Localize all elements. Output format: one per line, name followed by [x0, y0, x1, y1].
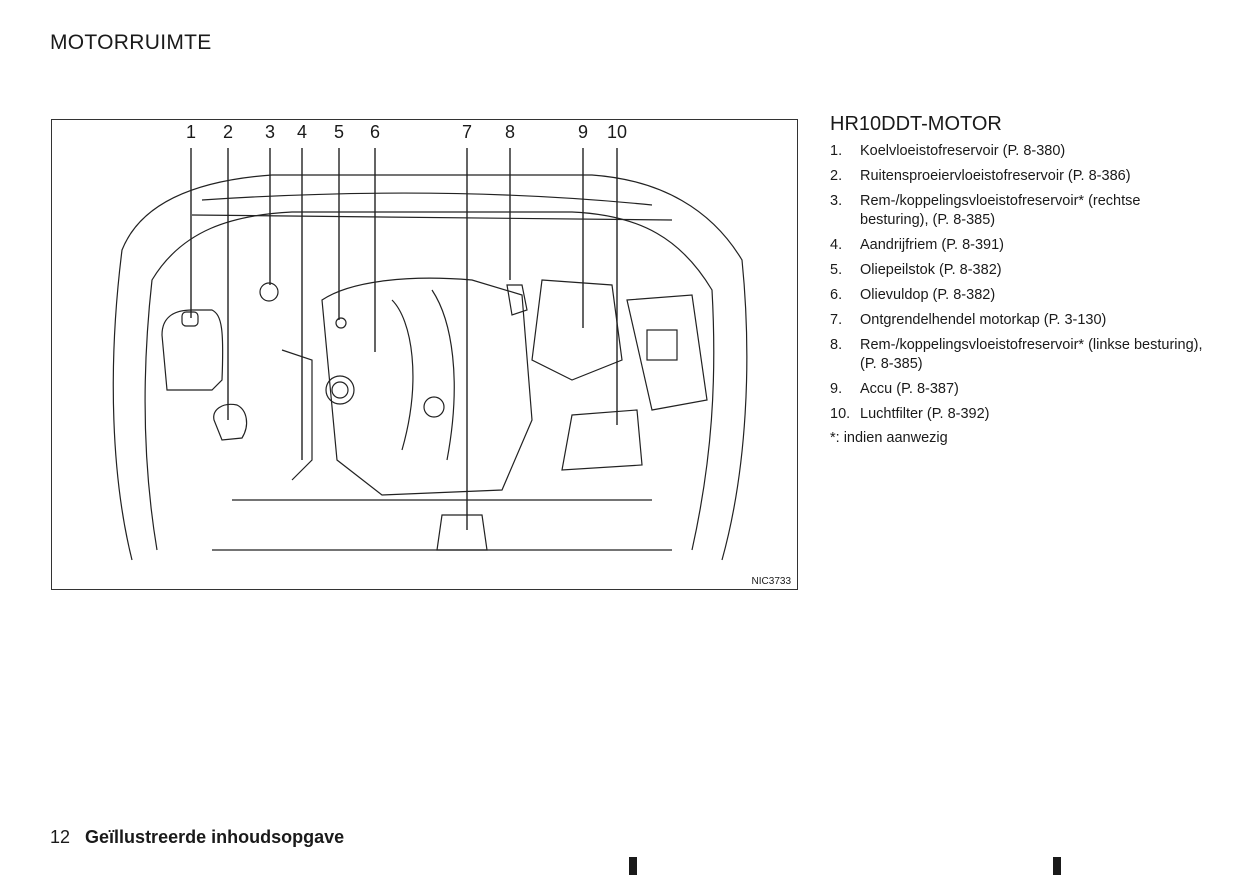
- legend-item: 6. Olievuldop (P. 8-382): [830, 286, 1210, 305]
- legend-item-text: Accu (P. 8-387): [860, 381, 959, 397]
- legend-list: 1. Koelvloeistofreservoir (P. 8-380) 2. Ru…: [830, 142, 1210, 424]
- legend-item-number: 3.: [830, 193, 843, 209]
- legend-item-number: 9.: [830, 381, 843, 397]
- legend-title: HR10DDT-MOTOR: [830, 113, 1002, 135]
- legend-note: *: indien aanwezig: [830, 430, 948, 446]
- legend-item-number: 5.: [830, 262, 843, 278]
- legend-item: 2. Ruitensproeiervloeistofreservoir (P. 8…: [830, 167, 1210, 186]
- engine-bay-illustration: [112, 148, 748, 561]
- callout-1: 1: [185, 122, 197, 142]
- legend-item: 3. Rem-/koppelingsvloeistofreservoir* (re…: [830, 192, 1210, 230]
- legend-item: 10. Luchtfilter (P. 8-392): [830, 405, 1210, 424]
- legend-item-number: 7.: [830, 312, 843, 328]
- legend-item: 1. Koelvloeistofreservoir (P. 8-380): [830, 142, 1210, 161]
- page-title: MOTORRUIMTE: [50, 31, 212, 54]
- legend-item-text: Ontgrendelhendel motorkap (P. 3-130): [860, 312, 1107, 328]
- legend-item: 4. Aandrijfriem (P. 8-391): [830, 236, 1210, 255]
- legend-item: 5. Oliepeilstok (P. 8-382): [830, 261, 1210, 280]
- legend-item-text: Luchtfilter (P. 8-392): [860, 406, 990, 422]
- legend-item-number: 1.: [830, 143, 843, 159]
- legend-item: 7. Ontgrendelhendel motorkap (P. 3-130): [830, 311, 1210, 330]
- legend-item-text: Olievuldop (P. 8-382): [860, 287, 996, 303]
- callout-7: 7: [461, 122, 473, 142]
- legend-item-number: 8.: [830, 337, 843, 353]
- callout-9: 9: [577, 122, 589, 142]
- legend-item: 8. Rem-/koppelingsvloeistofreservoir* (li…: [830, 336, 1210, 374]
- engine-bay-figure: 1 2 3 4 5 6 7 8 9 10 NIC3733: [51, 119, 798, 590]
- legend-item-number: 4.: [830, 237, 843, 253]
- callout-5: 5: [333, 122, 345, 142]
- legend: HR10DDT-MOTOR 1. Koelvloeistofreservoir (…: [830, 113, 1210, 448]
- chapter-title: Geïllustreerde inhoudsopgave: [85, 827, 345, 847]
- callout-2: 2: [222, 122, 234, 142]
- legend-item-text: Ruitensproeiervloeistofreservoir (P. 8-3…: [860, 168, 1131, 184]
- legend-item-number: 2.: [830, 168, 843, 184]
- edge-mark-left: [629, 857, 637, 875]
- legend-item-text: Rem-/koppelingsvloeistofreservoir* (rech…: [860, 193, 1141, 228]
- legend-item-text: Oliepeilstok (P. 8-382): [860, 262, 1002, 278]
- callout-8: 8: [504, 122, 516, 142]
- legend-item-text: Rem-/koppelingsvloeistofreservoir* (link…: [860, 337, 1203, 372]
- figure-code: NIC3733: [751, 576, 791, 587]
- legend-item-text: Koelvloeistofreservoir (P. 8-380): [860, 143, 1066, 159]
- callout-3: 3: [264, 122, 276, 142]
- callout-4: 4: [296, 122, 308, 142]
- callout-6: 6: [369, 122, 381, 142]
- legend-item-number: 6.: [830, 287, 843, 303]
- callout-10: 10: [606, 122, 628, 142]
- legend-item-text: Aandrijfriem (P. 8-391): [860, 237, 1004, 253]
- legend-item-number: 10.: [830, 406, 851, 422]
- edge-mark-right: [1053, 857, 1061, 875]
- page-footer: 12 Geïllustreerde inhoudsopgave: [50, 827, 344, 848]
- legend-item: 9. Accu (P. 8-387): [830, 380, 1210, 399]
- page-number: 12: [50, 827, 71, 847]
